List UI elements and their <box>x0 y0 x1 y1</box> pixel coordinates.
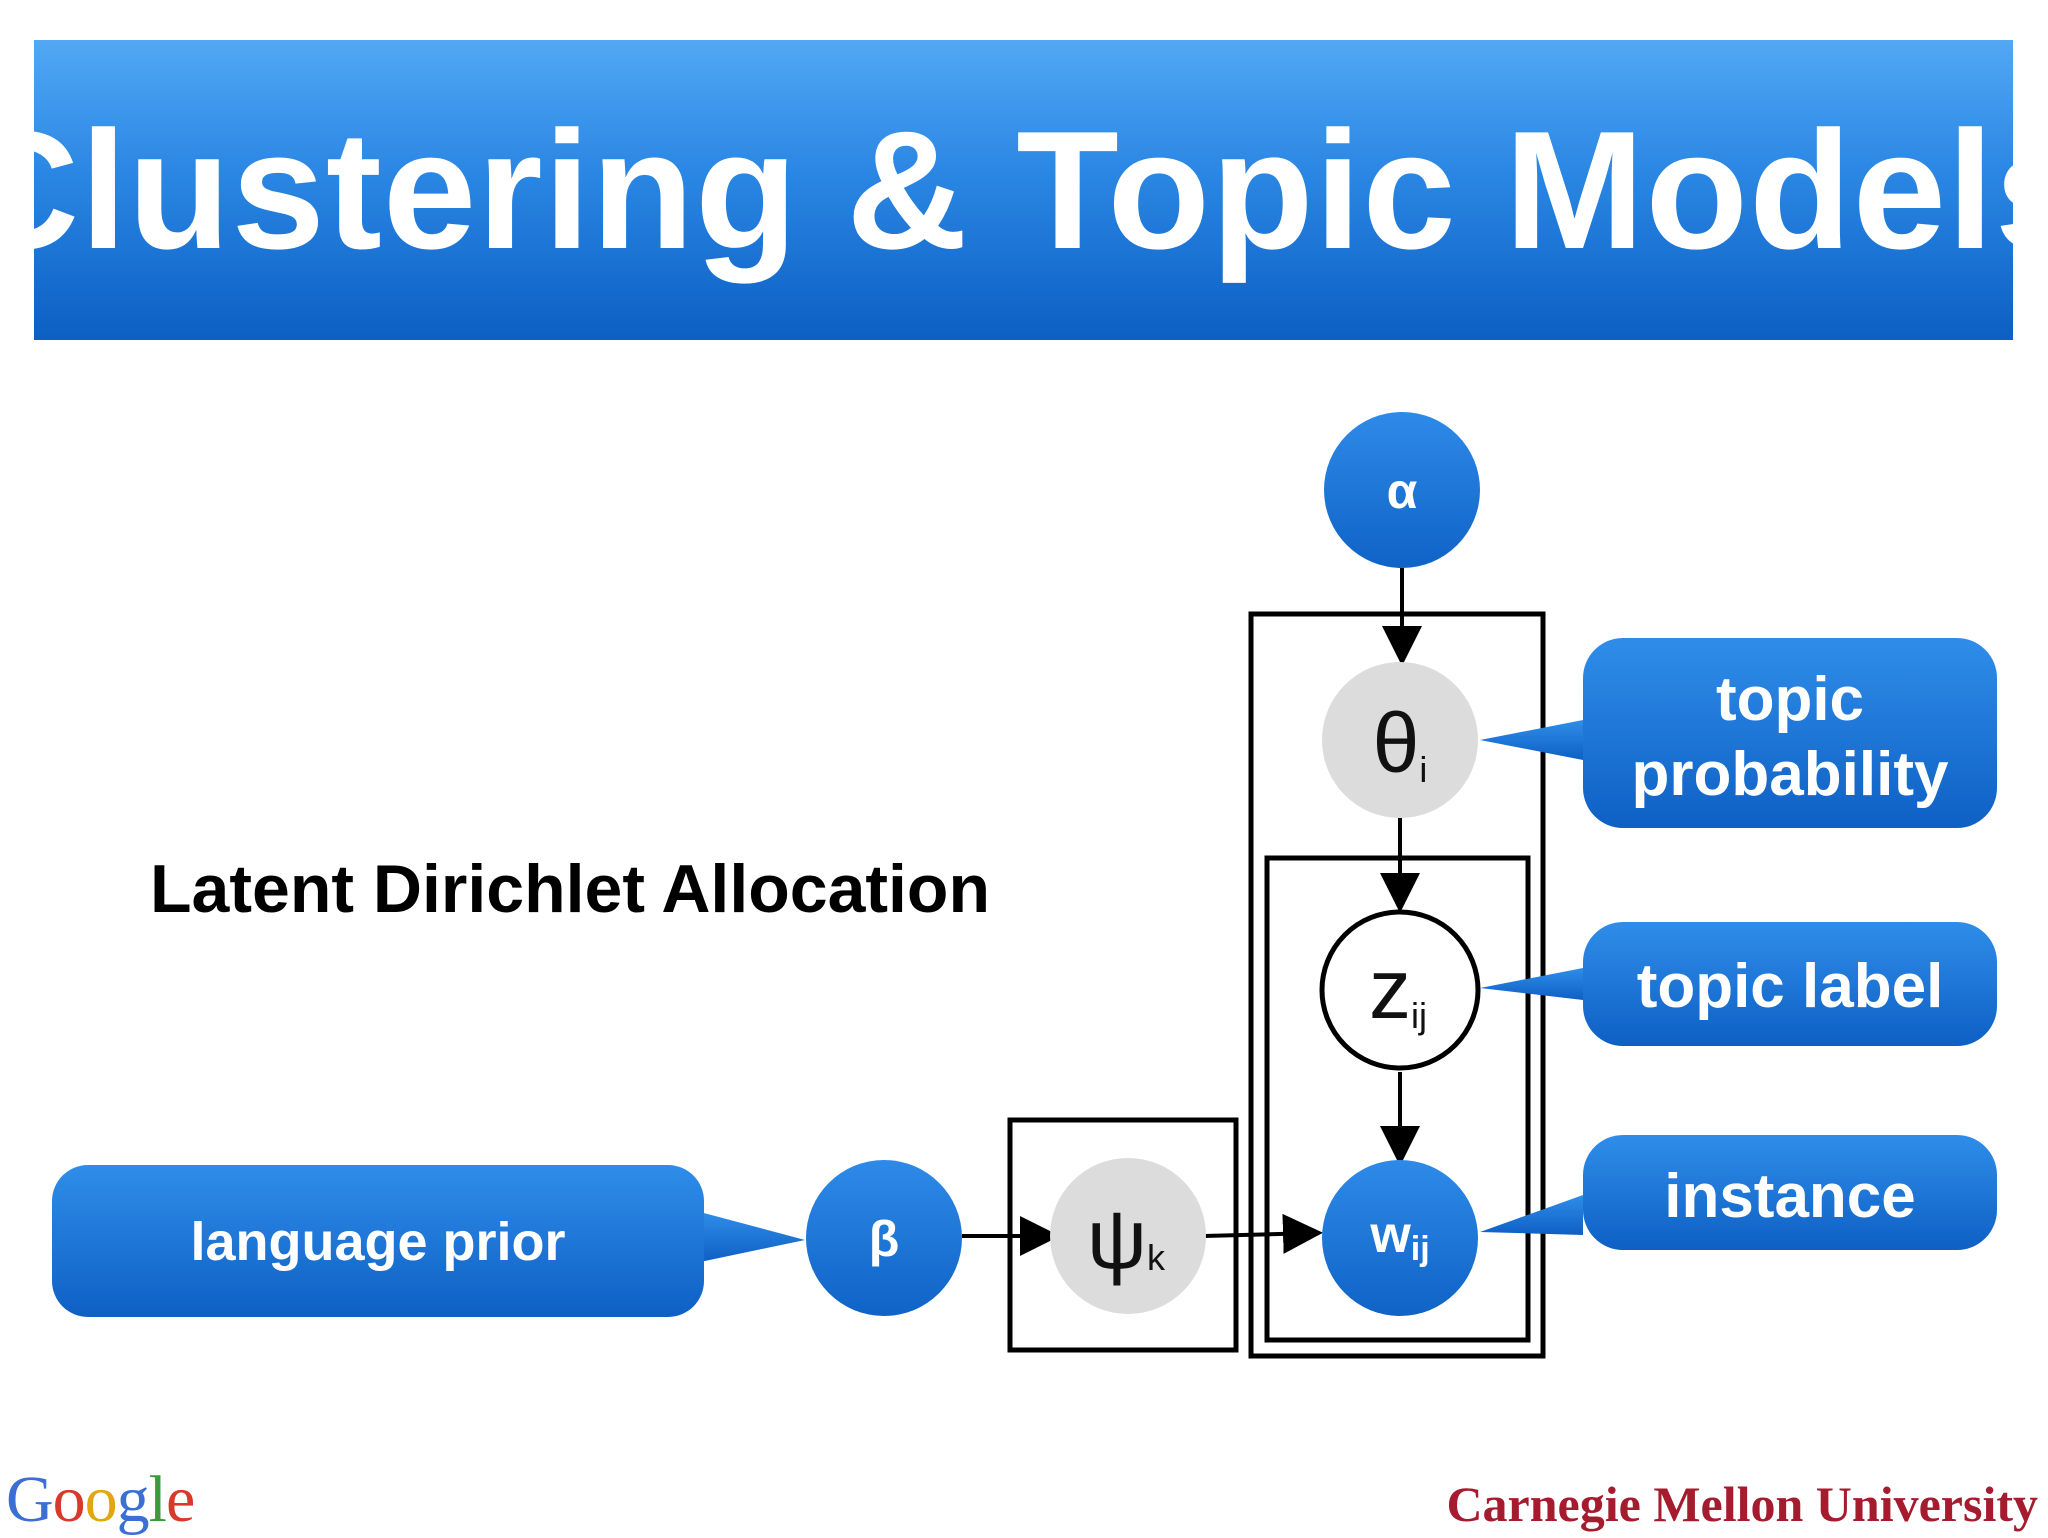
node-beta-label: β <box>869 1211 900 1267</box>
callout-language-prior-text: language prior <box>190 1212 565 1272</box>
node-theta <box>1322 662 1478 818</box>
node-z-sub: ij <box>1411 995 1427 1036</box>
node-alpha <box>1324 412 1480 568</box>
callout-pointer-topic-label <box>1480 968 1583 1000</box>
google-logo-g1: G <box>6 1463 54 1536</box>
callout-topic-probability-line2: probability <box>1632 740 1949 809</box>
edge-psi-w <box>1203 1213 1323 1254</box>
callout-topic-probability-line1: topic <box>1716 665 1864 734</box>
callout-pointer-topic-probability <box>1480 720 1583 760</box>
node-alpha-label: α <box>1387 463 1418 519</box>
cmu-logo: Carnegie Mellon University <box>1446 1476 2038 1532</box>
node-w-main: w <box>1369 1206 1411 1264</box>
callout-instance <box>1583 1135 1997 1250</box>
node-z-label: zij <box>1369 942 1427 1036</box>
callout-pointer-language-prior <box>700 1212 805 1262</box>
node-psi-main: ψ <box>1087 1192 1147 1286</box>
google-logo-g2: g <box>116 1463 150 1536</box>
title-banner: Clustering & Topic Models <box>0 40 2048 340</box>
callout-topic-label <box>1583 922 1997 1046</box>
word-plate-inner <box>1264 855 1531 1343</box>
node-psi-sub: k <box>1147 1237 1166 1278</box>
node-w-label: wij <box>1369 1206 1429 1268</box>
node-w-sub: ij <box>1411 1230 1430 1268</box>
node-beta <box>806 1160 962 1316</box>
google-logo: Google <box>6 1462 195 1538</box>
node-theta-label: θi <box>1373 696 1428 790</box>
google-logo-o2: o <box>84 1463 118 1536</box>
google-logo-l: l <box>148 1463 167 1536</box>
node-z-main: z <box>1369 942 1411 1036</box>
callout-language-prior <box>52 1165 704 1317</box>
diagram-subtitle: Latent Dirichlet Allocation <box>150 851 991 927</box>
slide-title: Clustering & Topic Models <box>0 95 2048 284</box>
node-z <box>1319 909 1481 1071</box>
node-psi <box>1050 1158 1206 1314</box>
node-psi-label: ψk <box>1087 1192 1166 1286</box>
callout-instance-text: instance <box>1664 1162 1916 1231</box>
callout-topic-label-text: topic label <box>1637 952 1944 1021</box>
node-theta-main: θ <box>1373 696 1420 790</box>
callout-topic-probability <box>1583 638 1997 828</box>
callout-pointer-instance <box>1480 1195 1583 1235</box>
node-w <box>1322 1160 1478 1316</box>
node-theta-sub: i <box>1419 749 1427 790</box>
google-logo-o1: o <box>52 1463 86 1536</box>
google-logo-e: e <box>166 1463 195 1536</box>
